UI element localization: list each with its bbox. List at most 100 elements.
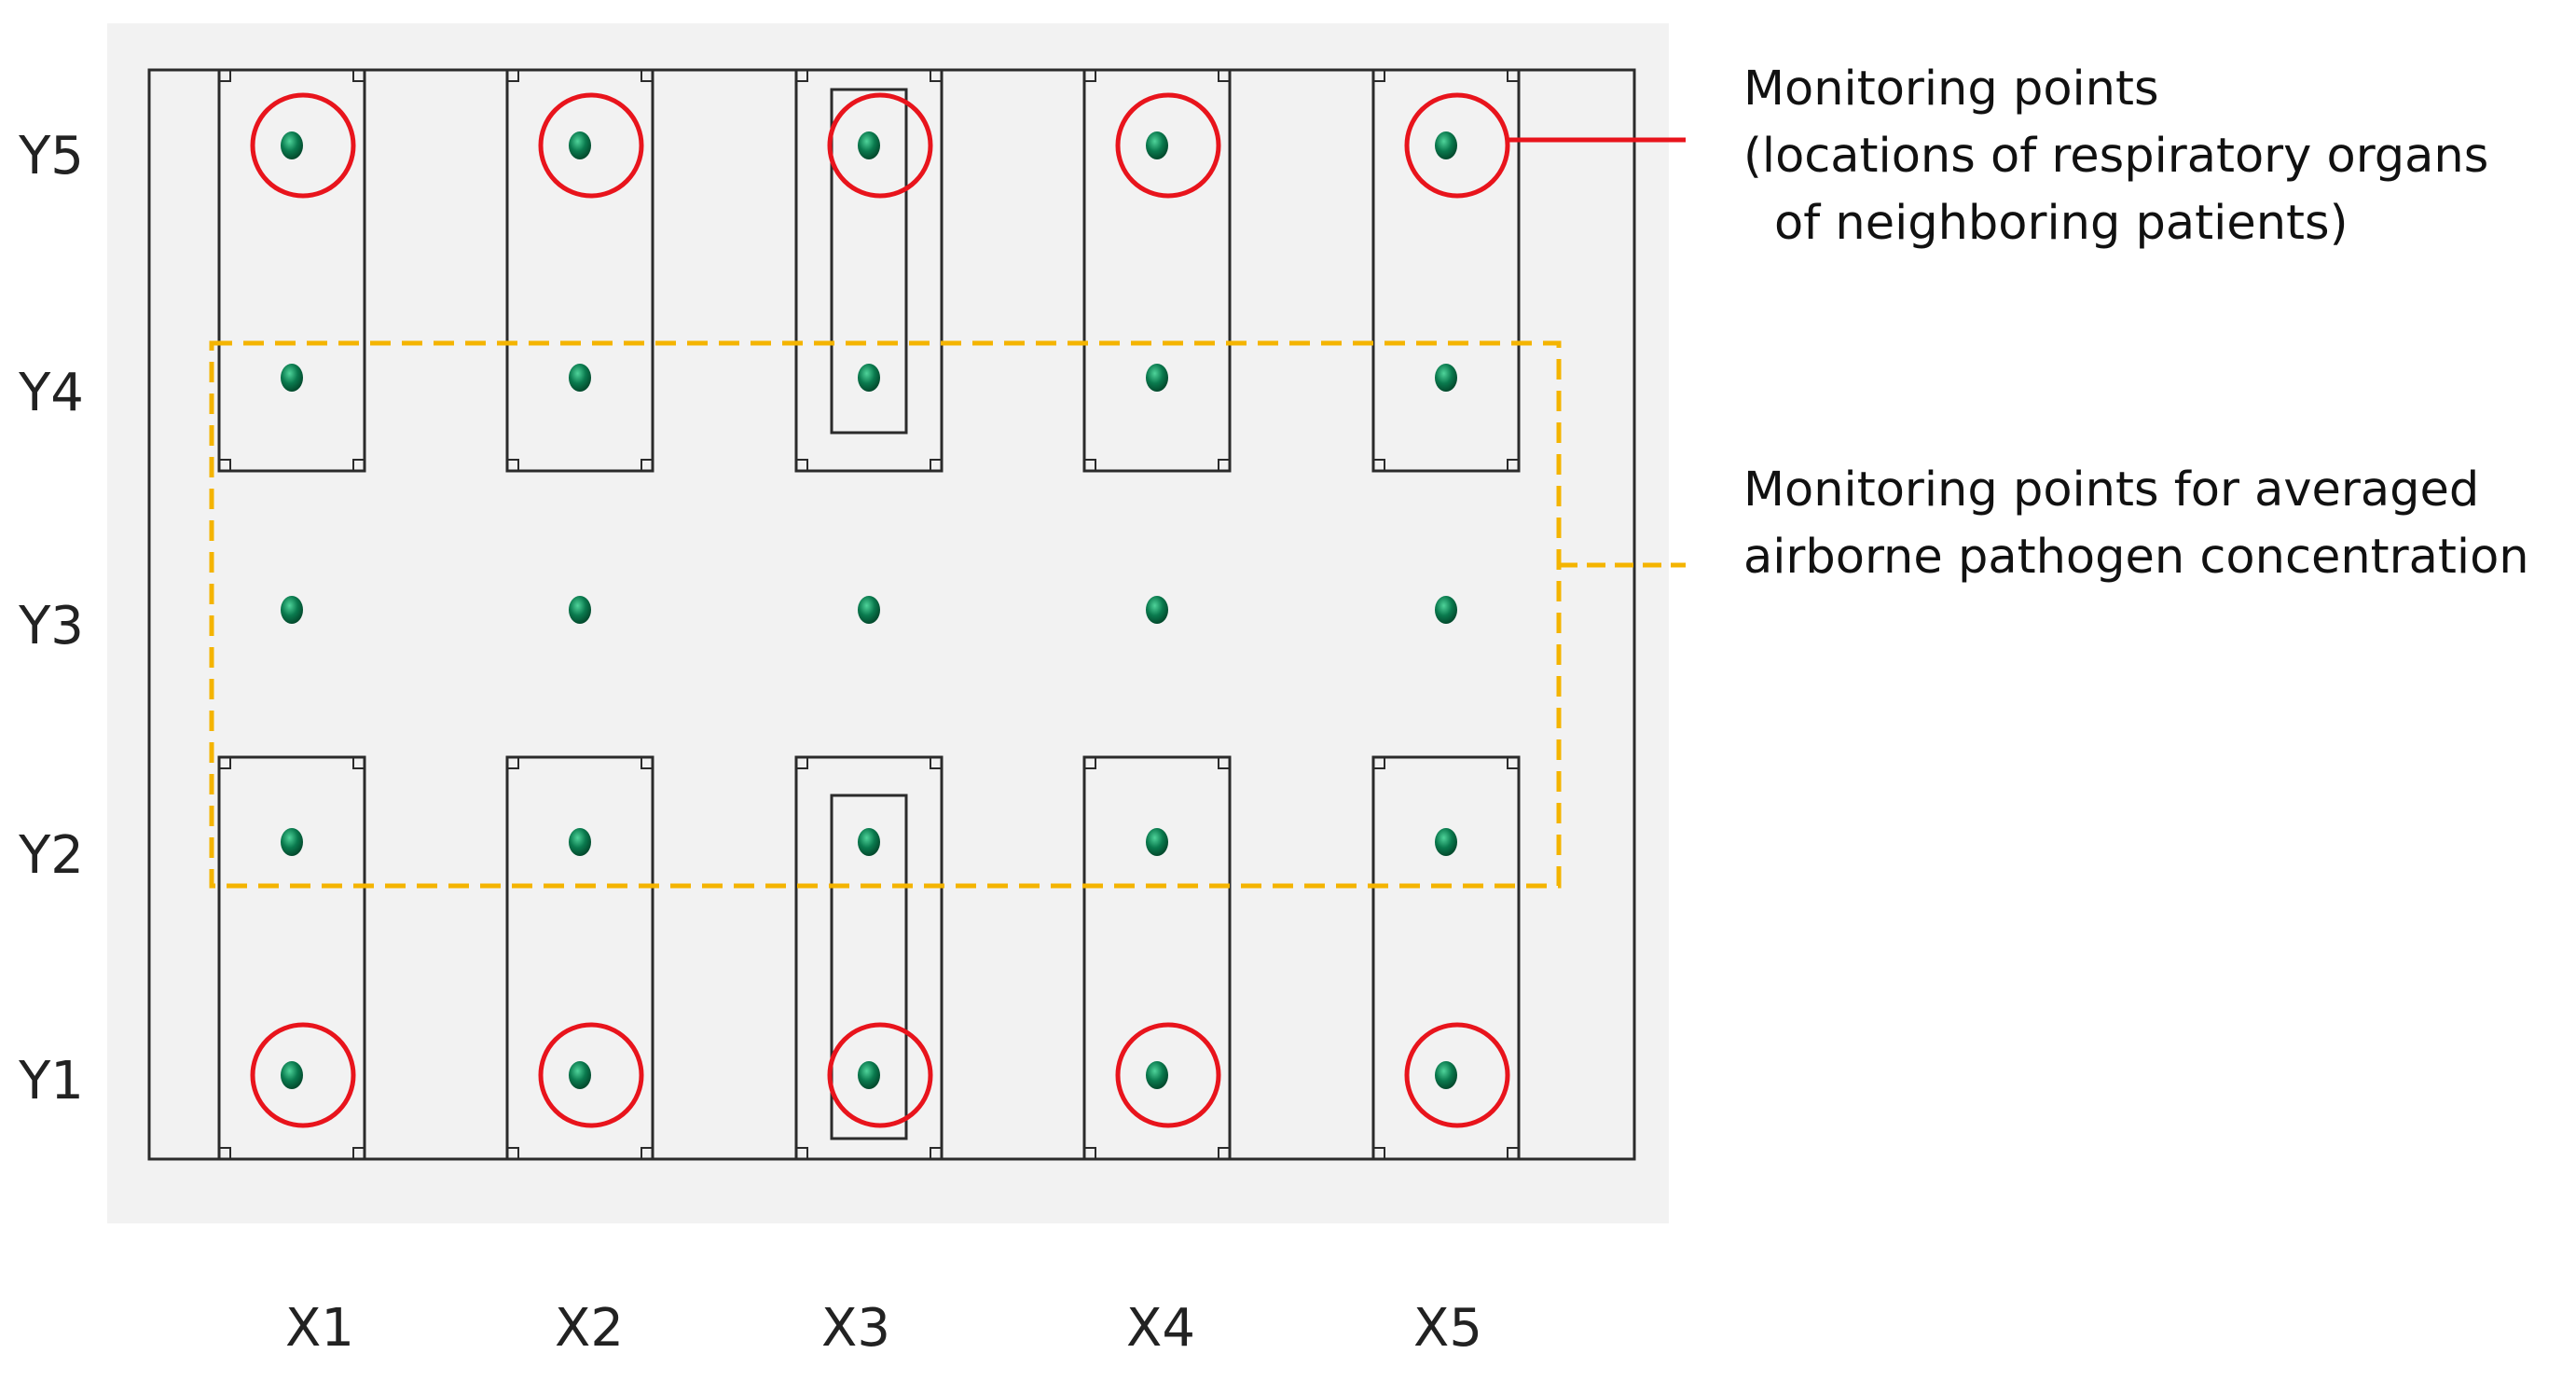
bed-corner-mark — [352, 1147, 365, 1160]
monitoring-point-y1-x5 — [1435, 1061, 1457, 1089]
monitoring-point-y4-x1 — [281, 364, 303, 392]
monitoring-point-y2-x2 — [569, 828, 591, 856]
bed-corner-mark — [930, 756, 943, 769]
monitoring-point-y3-x1 — [281, 596, 303, 624]
bed-corner-mark — [352, 756, 365, 769]
monitoring-point-y2-x3 — [858, 828, 880, 856]
bed-corner-mark — [352, 69, 365, 82]
legend-patient-line-1: Monitoring points — [1743, 62, 2159, 117]
row-label-y5: Y5 — [19, 126, 84, 186]
bed-corner-mark — [1507, 756, 1520, 769]
bed-top-1 — [217, 68, 366, 473]
bed-corner-mark — [795, 459, 808, 472]
bed-corner-mark — [795, 1147, 808, 1160]
monitoring-point-y5-x3 — [858, 131, 880, 159]
monitoring-point-y5-x4 — [1146, 131, 1168, 159]
bed-bottom-2 — [505, 755, 654, 1161]
beds-layer — [217, 68, 1521, 1161]
patient-circle-y1-x2 — [538, 1022, 644, 1128]
patient-circle-y5-x3 — [827, 92, 933, 199]
patient-circle-y1-x5 — [1404, 1022, 1510, 1128]
patient-circle-y1-x3 — [827, 1022, 933, 1128]
bed-bottom-3 — [794, 755, 944, 1161]
averaged-zone-layer — [209, 340, 1562, 889]
bed-corner-mark — [506, 1147, 519, 1160]
bed-bottom-5 — [1371, 755, 1521, 1161]
bed-corner-mark — [1083, 69, 1096, 82]
monitoring-point-y3-x3 — [858, 596, 880, 624]
bed-corner-mark — [506, 459, 519, 472]
legend-patient-line-2: (locations of respiratory organs — [1743, 129, 2489, 184]
bed-top-4 — [1082, 68, 1232, 473]
circles-layer — [250, 92, 1510, 1128]
monitoring-point-y1-x3 — [858, 1061, 880, 1089]
patient-circle-y5-x5 — [1404, 92, 1510, 199]
monitoring-point-y4-x5 — [1435, 364, 1457, 392]
monitoring-point-y2-x1 — [281, 828, 303, 856]
bed-top-2 — [505, 68, 654, 473]
column-label-x2: X2 — [555, 1298, 624, 1359]
bed-corner-mark — [1372, 69, 1385, 82]
bed-corner-mark — [218, 1147, 231, 1160]
bed-corner-mark — [506, 69, 519, 82]
monitoring-point-y4-x3 — [858, 364, 880, 392]
column-label-x4: X4 — [1126, 1298, 1195, 1359]
row-label-y2: Y2 — [19, 825, 84, 886]
leader-lines-layer — [1508, 137, 1686, 568]
monitoring-point-y4-x4 — [1146, 364, 1168, 392]
legend-patient-line-3: of neighboring patients) — [1774, 196, 2349, 251]
bed-corner-mark — [641, 756, 654, 769]
monitoring-point-y3-x2 — [569, 596, 591, 624]
row-label-y1: Y1 — [19, 1051, 84, 1112]
bed-corner-mark — [506, 756, 519, 769]
bed-bottom-1 — [217, 755, 366, 1161]
column-label-x5: X5 — [1413, 1298, 1482, 1359]
patient-circle-y5-x2 — [538, 92, 644, 199]
monitoring-point-y5-x5 — [1435, 131, 1457, 159]
column-label-x3: X3 — [821, 1298, 890, 1359]
bed-corner-mark — [218, 69, 231, 82]
patient-circle-y5-x1 — [250, 92, 356, 199]
monitoring-point-y5-x2 — [569, 131, 591, 159]
patient-circle-y1-x1 — [250, 1022, 356, 1128]
patient-circle-y5-x4 — [1115, 92, 1221, 199]
bed-corner-mark — [1507, 459, 1520, 472]
monitoring-point-y3-x4 — [1146, 596, 1168, 624]
bed-corner-mark — [1083, 756, 1096, 769]
row-label-y4: Y4 — [19, 363, 84, 423]
bed-inner-top-3 — [830, 88, 908, 435]
bed-corner-mark — [641, 459, 654, 472]
monitoring-point-y5-x1 — [281, 131, 303, 159]
bed-corner-mark — [1372, 756, 1385, 769]
monitoring-point-y4-x2 — [569, 364, 591, 392]
monitoring-point-y1-x2 — [569, 1061, 591, 1089]
bed-corner-mark — [795, 756, 808, 769]
row-label-y3: Y3 — [19, 596, 84, 656]
bed-corner-mark — [1507, 69, 1520, 82]
monitoring-point-y1-x1 — [281, 1061, 303, 1089]
bed-top-3 — [794, 68, 944, 473]
bed-corner-mark — [795, 69, 808, 82]
monitoring-point-y1-x4 — [1146, 1061, 1168, 1089]
bed-corner-mark — [1218, 1147, 1231, 1160]
averaged-zone-outline — [209, 340, 1562, 889]
bed-corner-mark — [641, 1147, 654, 1160]
legend-averaged-line-1: Monitoring points for averaged — [1743, 463, 2480, 518]
bed-corner-mark — [1218, 459, 1231, 472]
bed-corner-mark — [1218, 69, 1231, 82]
bed-bottom-4 — [1082, 755, 1232, 1161]
patient-circle-y1-x4 — [1115, 1022, 1221, 1128]
bed-corner-mark — [218, 756, 231, 769]
bed-corner-mark — [930, 459, 943, 472]
bed-corner-mark — [1372, 459, 1385, 472]
bed-corner-mark — [352, 459, 365, 472]
bed-corner-mark — [1083, 1147, 1096, 1160]
column-label-x1: X1 — [285, 1298, 354, 1359]
bed-corner-mark — [641, 69, 654, 82]
monitoring-point-y2-x5 — [1435, 828, 1457, 856]
bed-corner-mark — [1507, 1147, 1520, 1160]
legend-averaged-line-2: airborne pathogen concentration — [1743, 530, 2529, 585]
bed-corner-mark — [1083, 459, 1096, 472]
